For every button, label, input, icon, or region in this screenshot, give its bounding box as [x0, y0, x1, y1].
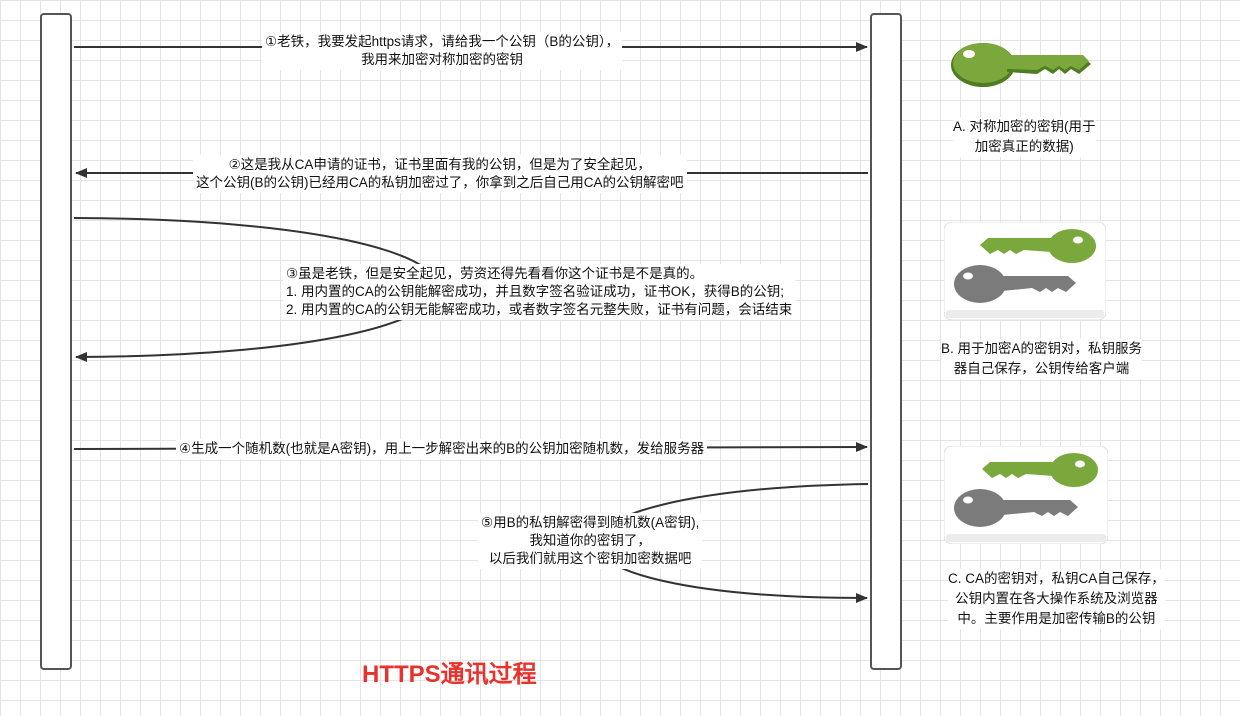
message-3-line-2: 1. 用内置的CA的公钥能解密成功，并且数字签名验证成功，证书OK，获得B的公钥…	[286, 284, 785, 299]
single-green-key-icon	[951, 43, 1091, 87]
key-b-caption-line-2: 器自己保存，公钥传给客户端	[953, 361, 1130, 376]
key-pair-b-icon	[944, 222, 1106, 320]
server-lifeline	[870, 13, 902, 670]
message-3-line-1: ③虽是老铁，但是安全起见，劳资还得先看看你这个证书是不是真的。	[286, 266, 704, 281]
key-c-caption-line-1: C. CA的密钥对，私钥CA自己保存，	[948, 571, 1165, 586]
key-a-caption-line-2: 加密真正的数据)	[974, 139, 1074, 154]
green-key-icon	[980, 229, 1096, 263]
message-3-line-3: 2. 用内置的CA的公钥无能解密成功，或者数字签名元整失败，证书有问题，会话结束	[286, 302, 793, 317]
message-5: ⑤用B的私钥解密得到随机数(A密钥), 我知道你的密钥了， 以后我们就用这个密钥…	[478, 513, 703, 569]
key-b-caption-line-1: B. 用于加密A的密钥对，私钥服务	[941, 341, 1143, 356]
message-4: ④生成一个随机数(也就是A密钥)，用上一步解密出来的B的公钥加密随机数，发给服务…	[176, 439, 708, 459]
message-2-line-1: ②这是我从CA申请的证书，证书里面有我的公钥，但是为了安全起见，	[228, 157, 651, 172]
client-lifeline	[40, 13, 72, 670]
message-5-line-2: 我知道你的密钥了，	[529, 533, 651, 548]
message-3: ③虽是老铁，但是安全起见，劳资还得先看看你这个证书是不是真的。 1. 用内置的C…	[283, 264, 796, 320]
message-1-line-2: 我用来加密对称加密的密钥	[361, 52, 524, 67]
message-5-line-3: 以后我们就用这个密钥加密数据吧	[488, 551, 692, 566]
key-pair-c-icon	[944, 446, 1108, 544]
message-2: ②这是我从CA申请的证书，证书里面有我的公钥，但是为了安全起见， 这个公钥(B的…	[193, 155, 687, 193]
message-2-line-2: 这个公钥(B的公钥)已经用CA的私钥加密过了，你拿到之后自己用CA的公钥解密吧	[196, 175, 684, 190]
grey-key-icon	[954, 489, 1078, 527]
message-5-line-1: ⑤用B的私钥解密得到随机数(A密钥),	[481, 515, 700, 530]
key-c-caption-line-3: 中。主要作用是加密传输B的公钥	[957, 611, 1156, 626]
key-c-caption-line-2: 公钥内置在各大操作系统及浏览器	[955, 591, 1158, 606]
key-a-caption: A. 对称加密的密钥(用于 加密真正的数据)	[953, 117, 1096, 157]
message-1: ①老铁，我要发起https请求，请给我一个公钥（B的公钥）， 我用来加密对称加密…	[262, 32, 623, 70]
grey-key-icon	[954, 265, 1076, 303]
key-c-caption: C. CA的密钥对，私钥CA自己保存， 公钥内置在各大操作系统及浏览器 中。主要…	[948, 569, 1165, 629]
key-b-caption: B. 用于加密A的密钥对，私钥服务 器自己保存，公钥传给客户端	[941, 339, 1143, 379]
message-1-line-1: ①老铁，我要发起https请求，请给我一个公钥（B的公钥），	[265, 34, 620, 49]
key-a-caption-line-1: A. 对称加密的密钥(用于	[953, 119, 1096, 134]
message-4-line-1: ④生成一个随机数(也就是A密钥)，用上一步解密出来的B的公钥加密随机数，发给服务…	[179, 441, 705, 456]
diagram-title: HTTPS通讯过程	[362, 661, 537, 688]
green-key-icon	[982, 453, 1098, 487]
